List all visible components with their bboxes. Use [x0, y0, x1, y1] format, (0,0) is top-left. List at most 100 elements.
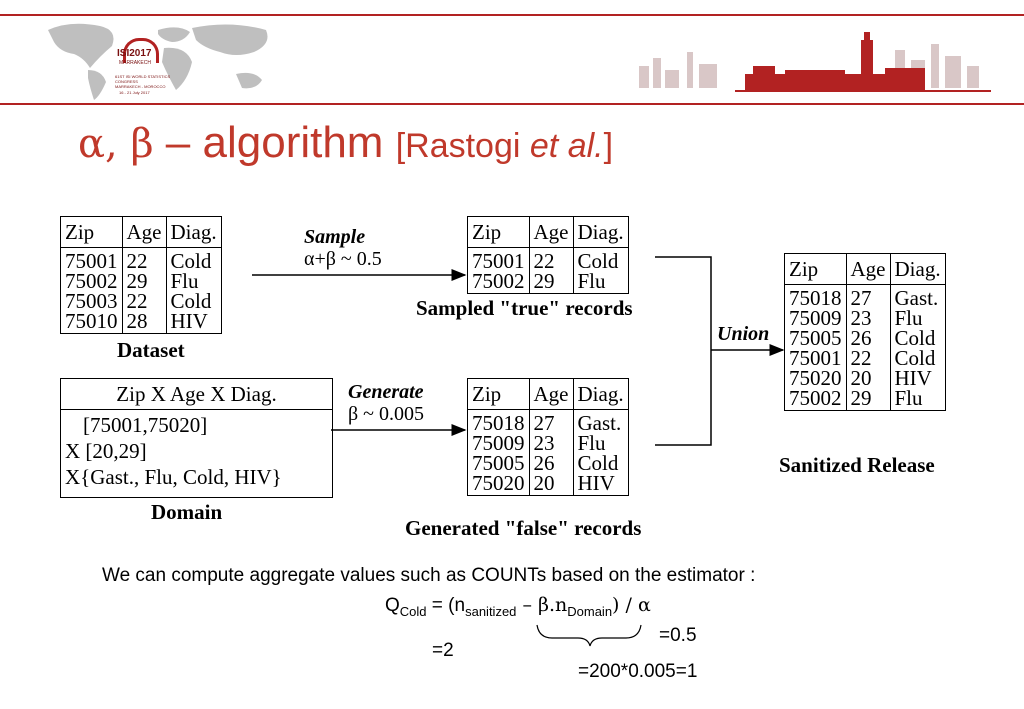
cell-zip: 75001 [467, 247, 530, 271]
cell-age: 26 [528, 453, 574, 474]
header-diag: Diag. [165, 216, 222, 248]
cell-age: 22 [845, 348, 891, 369]
formula-n-sub: sanitized [465, 603, 517, 619]
cell-diag: HIV [572, 473, 629, 496]
estimator-sentence: We can compute aggregate values such as … [102, 565, 756, 586]
sanitized-release-caption: Sanitized Release [779, 453, 935, 477]
cell-zip: 75005 [467, 453, 530, 474]
cell-diag: HIV [165, 311, 222, 334]
header-zip: Zip [467, 378, 530, 410]
cell-age: 23 [845, 308, 891, 329]
formula-close-div-alpha: ) / α [612, 594, 651, 616]
alpha-value: =0.5 [659, 625, 697, 646]
cell-age: 26 [845, 328, 891, 349]
cite-italic: et al. [529, 127, 604, 165]
header-zip: Zip [60, 216, 123, 248]
cell-zip: 75003 [60, 291, 123, 312]
domain-line-diag: X{Gast., Flu, Cold, HIV} [65, 465, 282, 489]
formula-eq-open: = (n [426, 595, 466, 616]
sample-label-formula: α+β ~ 0.5 [304, 248, 382, 270]
sample-label: Sample α+β ~ 0.5 [304, 226, 382, 270]
cell-zip: 75002 [467, 271, 530, 294]
cell-diag: Cold [165, 291, 222, 312]
logo-line-4: MARRAKECH - MOROCCO [115, 84, 166, 89]
logo-line-3: 61ST ISI WORLD STATISTICS CONGRESS [115, 74, 171, 84]
world-map-icon [48, 23, 268, 100]
header-age: Age [528, 378, 574, 410]
cell-diag: Cold [572, 247, 629, 271]
city-skyline-icon [639, 32, 991, 92]
cell-diag: Cold [889, 328, 946, 349]
cite-close: ] [603, 127, 614, 165]
cell-diag: Cold [572, 453, 629, 474]
cell-zip: 75001 [784, 348, 847, 369]
domain-box: Zip X Age X Diag. [75001,75020] X [20,29… [60, 378, 333, 498]
header-zip: Zip [784, 253, 847, 285]
domain-line-zip: [75001,75020] [83, 413, 208, 437]
formula-q-sub: Cold [399, 603, 427, 619]
count-value: =2 [432, 640, 454, 661]
header-diag: Diag. [572, 216, 629, 248]
formula-n2-sub: Domain [567, 603, 613, 619]
dataset-caption: Dataset [117, 338, 185, 362]
cell-age: 22 [121, 291, 167, 312]
cell-age: 29 [528, 271, 574, 294]
domain-caption: Domain [151, 500, 223, 524]
generated-false-caption: Generated "false" records [405, 516, 642, 540]
cell-zip: 75009 [784, 308, 847, 329]
header-age: Age [528, 216, 574, 248]
logo-line-2: MARRAKECH [119, 60, 151, 66]
cell-age: 20 [845, 368, 891, 389]
header-diag: Diag. [572, 378, 629, 410]
title-citation: [Rastogi et al.] [396, 127, 613, 165]
logo-line-5: 16 - 21 July 2017 [119, 90, 150, 95]
cell-diag: Flu [572, 271, 629, 294]
generate-label-title: Generate [348, 381, 424, 403]
union-label-text: Union [717, 323, 770, 345]
header-age: Age [121, 216, 167, 248]
cell-zip: 75018 [784, 284, 847, 308]
header-diag: Diag. [889, 253, 946, 285]
cell-age: 20 [528, 473, 574, 496]
isi2017-logo: ISI2017 MARRAKECH 61ST ISI WORLD STATIST… [115, 38, 175, 100]
domain-header: Zip X Age X Diag. [61, 379, 332, 410]
banner-top-rule [0, 14, 1024, 16]
union-bracket [655, 256, 712, 446]
cell-zip: 75001 [60, 247, 123, 271]
cell-age: 29 [845, 388, 891, 411]
cell-age: 28 [121, 311, 167, 334]
cell-zip: 75002 [60, 271, 123, 292]
formula-minus-beta: – β.n [516, 594, 568, 616]
cell-zip: 75018 [467, 409, 530, 433]
cell-age: 27 [528, 409, 574, 433]
union-label: Union [717, 323, 769, 345]
title-greek: α, β [78, 121, 154, 167]
cell-diag: Gast. [572, 409, 629, 433]
cell-age: 22 [528, 247, 574, 271]
cite-open: [Rastogi [395, 127, 530, 165]
cell-diag: HIV [889, 368, 946, 389]
cell-diag: Flu [165, 271, 222, 292]
cell-zip: 75009 [467, 433, 530, 454]
cell-diag: Flu [572, 433, 629, 454]
cell-zip: 75005 [784, 328, 847, 349]
cell-zip: 75020 [467, 473, 530, 496]
cell-diag: Flu [889, 388, 946, 411]
